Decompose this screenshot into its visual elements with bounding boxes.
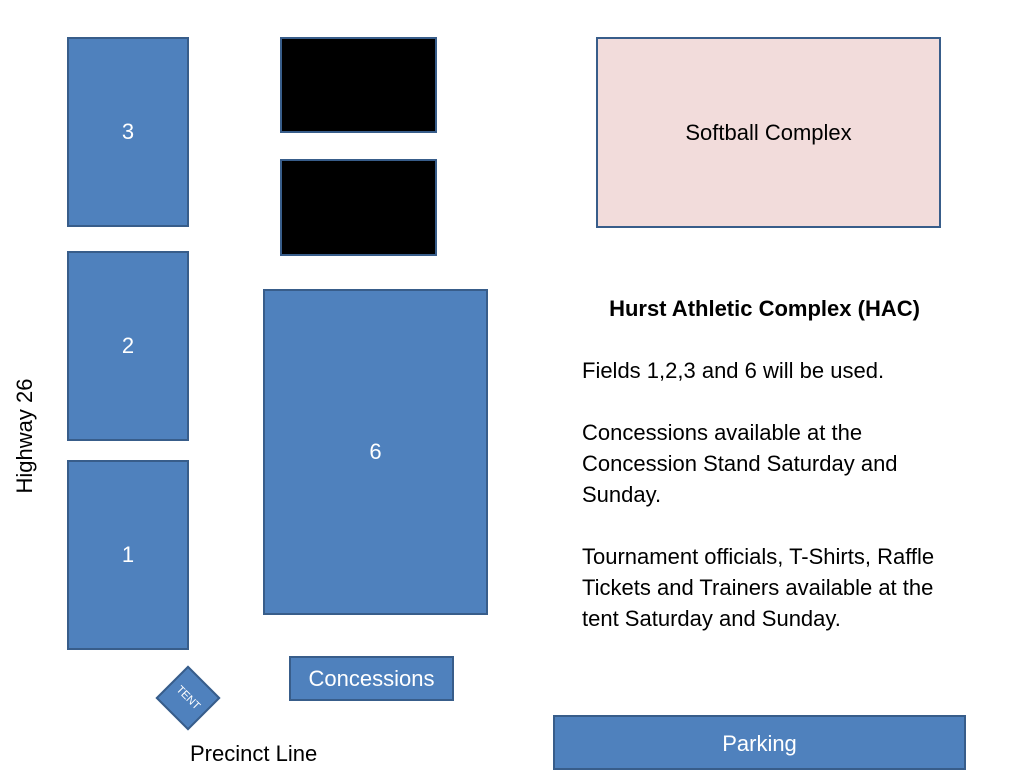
fields-used-note: Fields 1,2,3 and 6 will be used. [582, 358, 885, 383]
black-block-bottom [280, 159, 437, 256]
field-2: 2 [67, 251, 189, 441]
softball-complex-label: Softball Complex [685, 119, 852, 145]
field-6: 6 [263, 289, 488, 615]
concessions-label: Concessions [308, 665, 435, 691]
parking-label: Parking [722, 731, 797, 756]
concessions-note: Concessions available at the Concession … [582, 420, 898, 507]
concessions-stand: Concessions [289, 656, 454, 701]
field-1-label: 1 [121, 542, 135, 567]
tent-marker: TENT [155, 665, 221, 731]
precinct-line-label: Precinct Line [190, 741, 318, 766]
highway-26-label: Highway 26 [12, 378, 37, 494]
field-1: 1 [67, 460, 189, 650]
field-3-label: 3 [121, 119, 135, 144]
field-2-label: 2 [121, 333, 135, 358]
field-3: 3 [67, 37, 189, 227]
tent-note: Tournament officials, T-Shirts, Raffle T… [582, 544, 935, 631]
info-heading: Hurst Athletic Complex (HAC) [609, 296, 920, 321]
softball-complex: Softball Complex [596, 37, 941, 228]
black-block-top [280, 37, 437, 133]
field-6-label: 6 [369, 439, 382, 464]
info-panel: Hurst Athletic Complex (HAC) Fields 1,2,… [582, 293, 947, 665]
tent-label: TENT [173, 683, 203, 713]
parking-area: Parking [553, 715, 966, 770]
